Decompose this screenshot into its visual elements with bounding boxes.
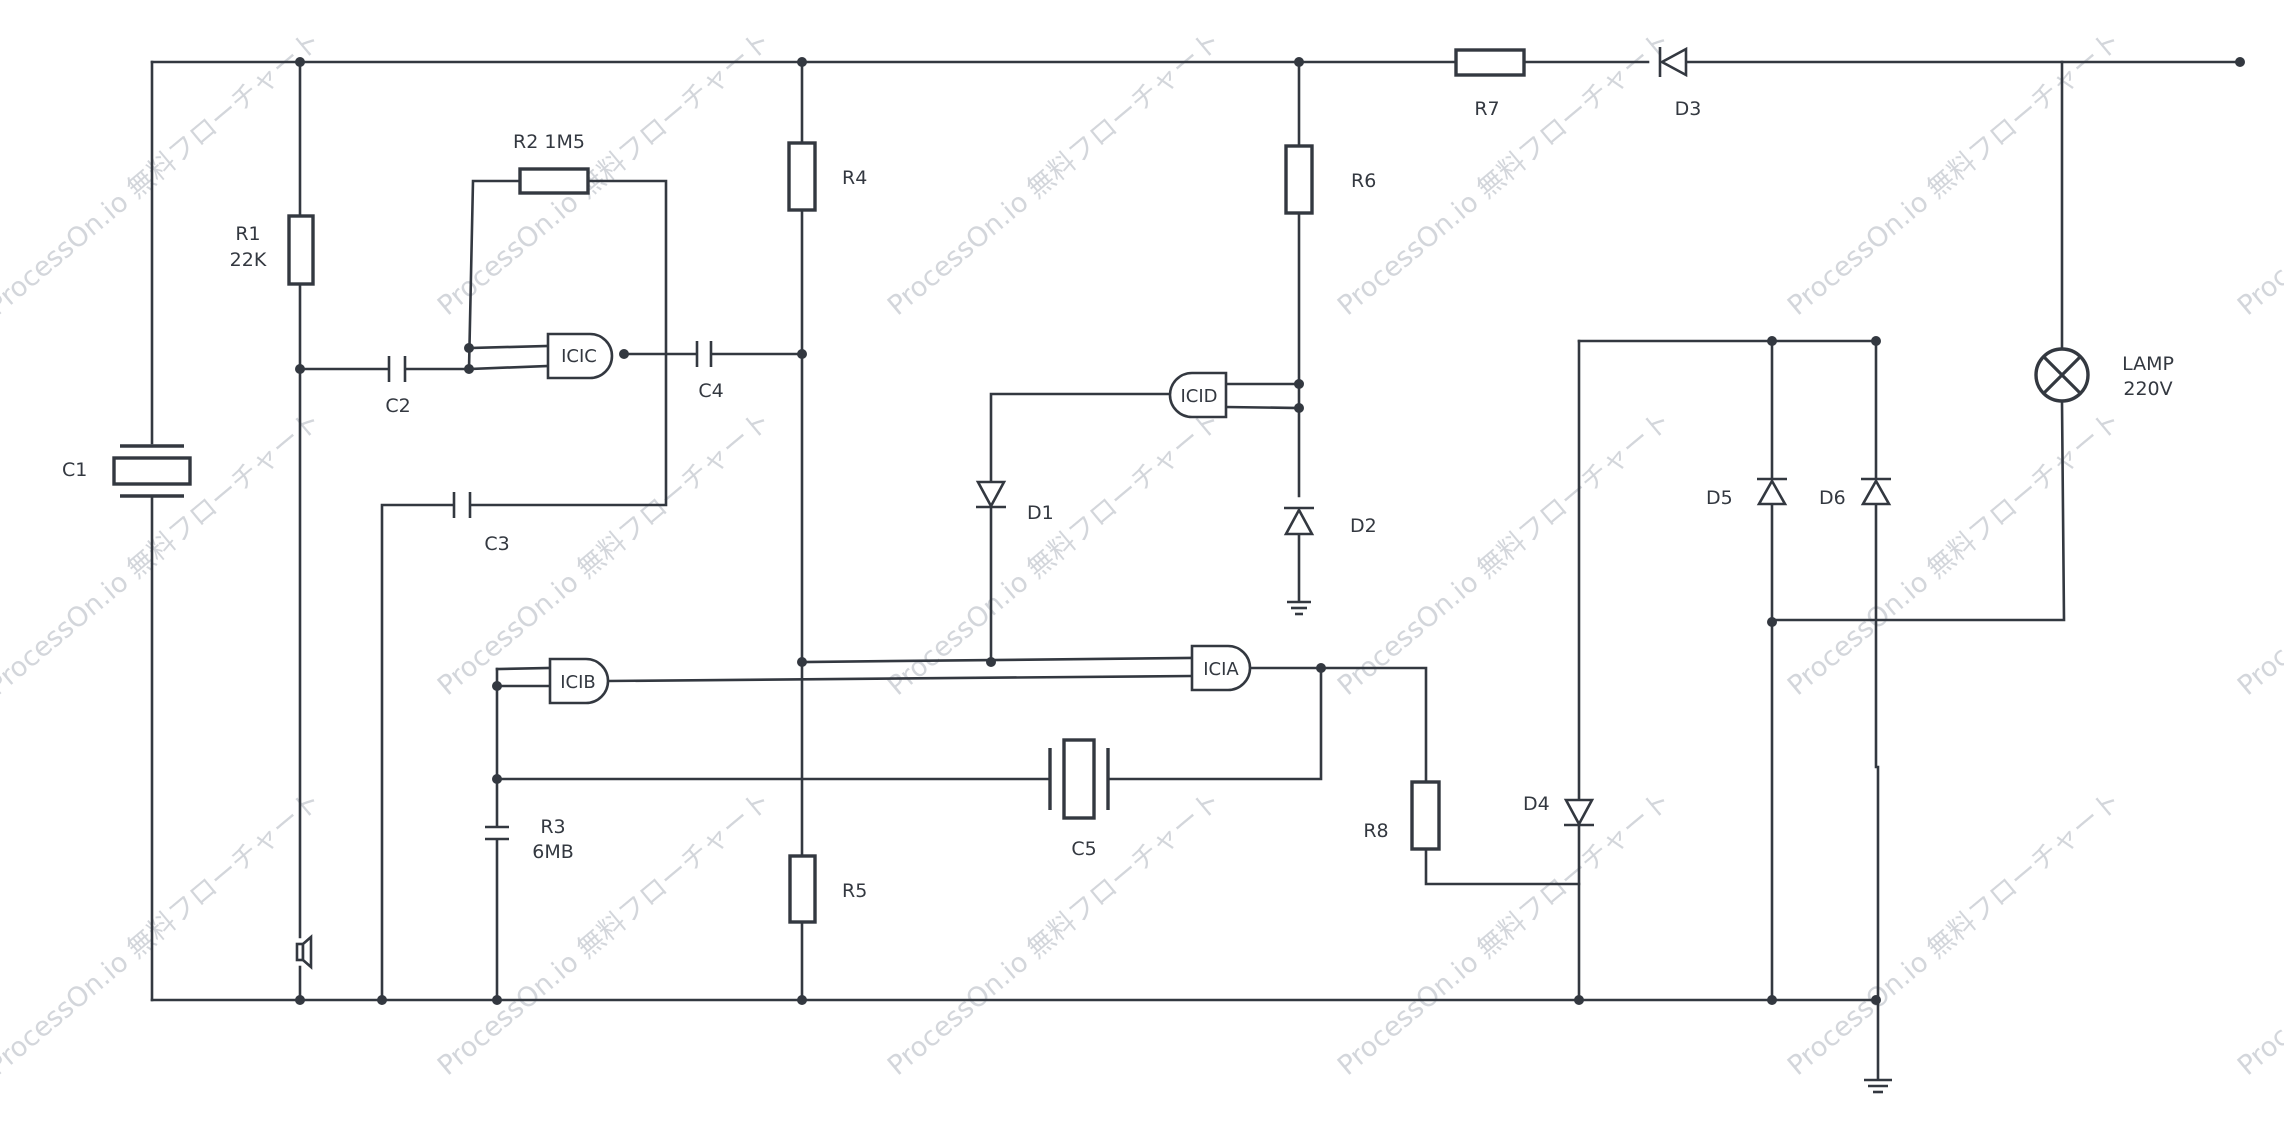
label-r3-value: 6MB (532, 841, 574, 863)
capacitor-r3 (485, 825, 509, 841)
capacitor-c2 (387, 356, 407, 382)
diode-d1 (975, 480, 1007, 509)
watermark-text: ProcessOn.io 無料フローチャート (0, 405, 327, 702)
label-c4: C4 (698, 380, 723, 402)
component-labels: C1 R1 22K R2 1M5 C2 C3 C4 R3 6MB R4 R5 R… (62, 98, 2174, 902)
label-d2: D2 (1350, 515, 1377, 537)
diode-d4 (1563, 798, 1595, 827)
label-r4: R4 (842, 167, 867, 189)
resistor-r6 (1284, 144, 1314, 215)
label-c2: C2 (385, 395, 410, 417)
label-c5: C5 (1071, 838, 1096, 860)
watermark-text: ProcessOn.io 無料フローチャート (882, 25, 1227, 322)
ground-d2 (1287, 600, 1311, 616)
diode-d3 (1658, 46, 1688, 78)
label-r3: R3 (540, 816, 565, 838)
label-lamp-value: 220V (2123, 378, 2172, 400)
capacitor-c4 (695, 341, 713, 367)
label-r2: R2 1M5 (513, 131, 585, 153)
watermark-layer: ProcessOn.io 無料フローチャート ProcessOn.io 無料フロー… (0, 25, 2284, 1082)
label-d5: D5 (1706, 487, 1733, 509)
watermark-text: ProcessOn.io 無料フローチャート (432, 25, 777, 322)
label-lamp: LAMP (2122, 353, 2174, 375)
diode-d6 (1860, 477, 1892, 506)
crystal-c5 (1048, 738, 1110, 820)
label-r5: R5 (842, 880, 867, 902)
watermark-text: ProcessOn.io 無料フローチャート (2232, 785, 2284, 1082)
label-r7: R7 (1474, 98, 1499, 120)
label-r8: R8 (1363, 820, 1388, 842)
and-gate-icia: ICIA (1190, 644, 1252, 692)
lamp-icon (2034, 347, 2090, 403)
label-c3: C3 (484, 533, 509, 555)
diode-d2 (1283, 506, 1315, 536)
label-r1-value: 22K (230, 249, 267, 271)
gate-label-icic: ICIC (561, 346, 597, 367)
resistor-r8 (1410, 780, 1441, 851)
and-gate-icid: ICID (1168, 371, 1228, 419)
junction-dots (295, 57, 2245, 1005)
resistor-r4 (787, 141, 817, 212)
watermark-text: ProcessOn.io 無料フローチャート (0, 25, 327, 322)
watermark-text: ProcessOn.io 無料フローチャート (1332, 405, 1677, 702)
label-d6: D6 (1819, 487, 1846, 509)
resistor-r7 (1454, 48, 1526, 77)
watermark-text: ProcessOn.io 無料フローチャート (2232, 25, 2284, 322)
capacitor-c3 (452, 492, 472, 518)
gate-label-icid: ICID (1180, 386, 1217, 407)
label-r6: R6 (1351, 170, 1376, 192)
watermark-text: ProcessOn.io 無料フローチャート (2232, 405, 2284, 702)
watermark-text: ProcessOn.io 無料フローチャート (0, 785, 327, 1082)
resistor-r1 (287, 214, 315, 286)
label-r1: R1 (235, 223, 260, 245)
resistor-r5 (788, 854, 817, 924)
watermark-text: ProcessOn.io 無料フローチャート (432, 785, 777, 1082)
label-d3: D3 (1675, 98, 1702, 120)
capacitor-c1 (112, 444, 192, 498)
resistor-r2 (518, 167, 590, 195)
speaker-icon (295, 934, 313, 970)
ground-main (1864, 1078, 1892, 1094)
watermark-text: ProcessOn.io 無料フローチャート (1782, 405, 2127, 702)
and-gate-icic: ICIC (546, 332, 614, 380)
gate-label-icia: ICIA (1203, 659, 1239, 680)
watermark-text: ProcessOn.io 無料フローチャート (1782, 785, 2127, 1082)
watermark-text: ProcessOn.io 無料フローチャート (1782, 25, 2127, 322)
label-d1: D1 (1027, 502, 1054, 524)
and-gate-icib: ICIB (548, 657, 610, 705)
watermark-text: ProcessOn.io 無料フローチャート (882, 785, 1227, 1082)
label-d4: D4 (1523, 793, 1550, 815)
diode-d5 (1756, 477, 1788, 506)
gate-label-icib: ICIB (560, 672, 596, 693)
label-c1: C1 (62, 459, 87, 481)
